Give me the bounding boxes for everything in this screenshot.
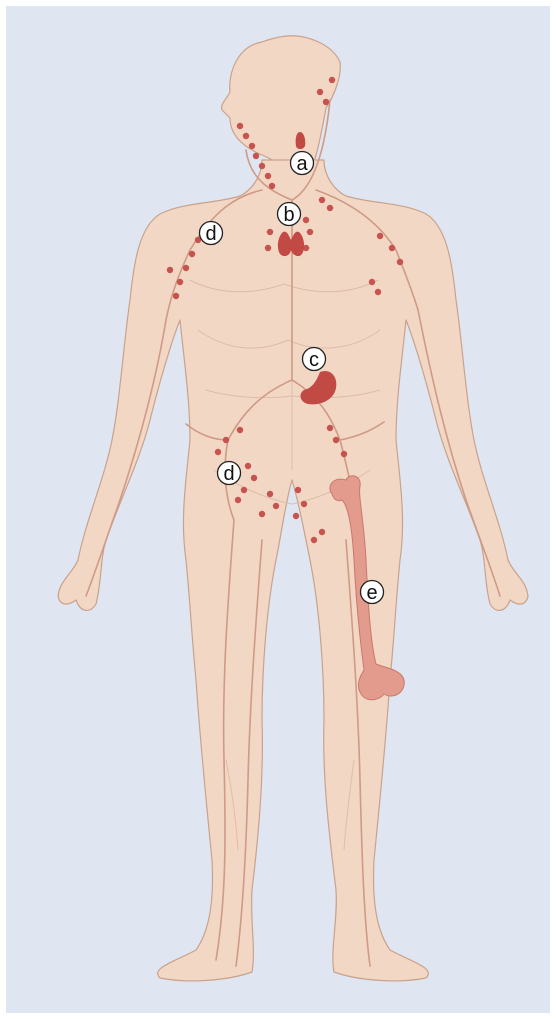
- svg-text:b: b: [283, 204, 294, 226]
- callout-e: e: [361, 581, 384, 605]
- svg-text:c: c: [309, 349, 319, 371]
- svg-text:a: a: [296, 153, 308, 175]
- svg-text:d: d: [223, 463, 234, 485]
- callout-c: c: [303, 348, 326, 372]
- svg-text:e: e: [366, 582, 377, 604]
- callout-d-lower: d: [218, 462, 241, 486]
- callout-a: a: [291, 152, 314, 176]
- svg-text:d: d: [205, 223, 216, 245]
- callout-b: b: [278, 203, 301, 227]
- callout-d-upper: d: [200, 222, 223, 246]
